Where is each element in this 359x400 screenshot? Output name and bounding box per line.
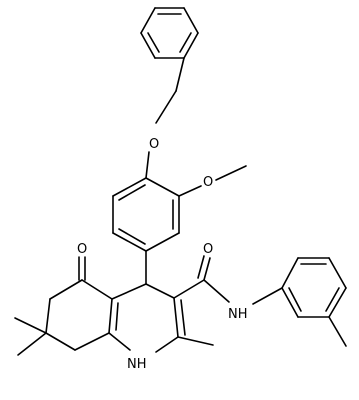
cyclohexanone-ring <box>45 279 113 351</box>
benzyl-ch2-bond <box>175 57 185 92</box>
nitrogen-tolyl-bond <box>252 287 283 305</box>
dihydropyridine-ring <box>108 283 186 353</box>
amide-co-double-bond-b <box>197 255 205 279</box>
oxygen-aryl-bond <box>145 151 150 179</box>
tolyl-ring <box>281 257 347 318</box>
ch2-oxygen-bond <box>155 90 177 124</box>
tolyl-methyl-bond <box>328 316 347 347</box>
aryl-methoxy-bond <box>178 185 202 197</box>
c3-carbonyl-bond <box>173 279 205 299</box>
amide-nitrogen-label: NH <box>228 307 248 322</box>
methoxy-oxygen-label: O <box>203 175 213 190</box>
methoxy-methyl-bond <box>215 165 247 181</box>
amide-co-double-bond-a <box>203 257 211 281</box>
carbonyl-nitrogen-bond <box>203 279 230 303</box>
gem-methyl-bond-1 <box>14 317 47 334</box>
ether-oxygen-label: O <box>149 137 159 152</box>
ring-nitrogen-label: NH <box>127 357 147 372</box>
benzyl-phenyl-ring <box>140 7 199 59</box>
gem-methyl-bond-2 <box>17 332 47 356</box>
ketone-oxygen-label: O <box>77 242 87 257</box>
methoxyphenyl-ring <box>112 177 180 252</box>
c2-methyl-bond <box>177 336 214 346</box>
amide-oxygen-label: O <box>203 242 213 257</box>
